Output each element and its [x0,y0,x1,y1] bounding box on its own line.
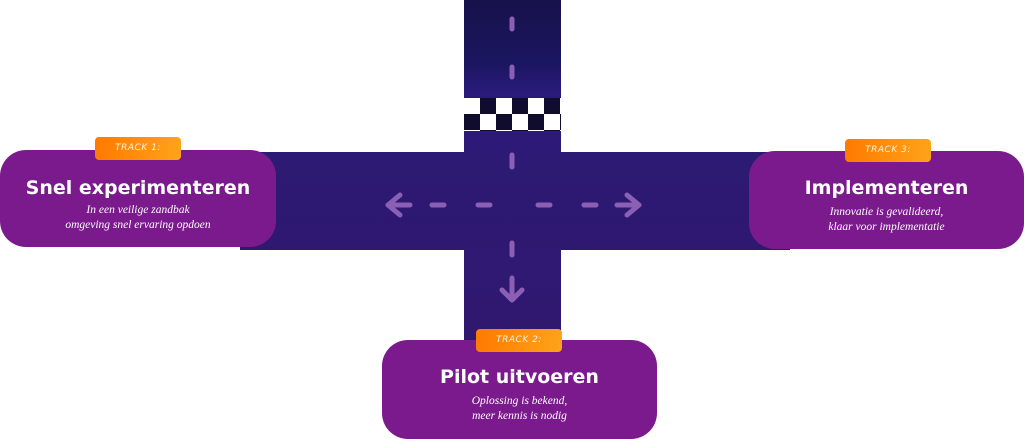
track-3-badge: TRACK 3: [845,139,931,162]
track-1-title: Snel experimenteren [25,177,251,199]
track-3-desc-line-2: klaar voor implementatie [828,221,945,233]
track-1-desc-line-2: omgeving snel ervaring opdoen [65,219,211,231]
track-3-title: Implementeren [804,177,969,199]
finish-line-checker [464,98,561,131]
track-2-card: Pilot uitvoeren Oplossing is bekend, mee… [382,340,657,439]
track-2-description: Oplossing is bekend, meer kennis is nodi… [382,394,657,424]
road-horizontal [240,152,790,250]
arrow-right-icon [614,192,642,218]
track-1-description: In een veilige zandbak omgeving snel erv… [0,203,276,233]
track-3-desc-line-1: Innovatie is gevalideerd, [829,206,944,218]
track-1-card: Snel experimenteren In een veilige zandb… [0,150,276,247]
track-1-desc-line-1: In een veilige zandbak [86,204,190,216]
track-2-desc-line-1: Oplossing is bekend, [471,395,568,407]
track-2-desc-line-2: meer kennis is nodig [472,410,567,422]
arrow-left-icon [385,192,413,218]
track-2-title: Pilot uitvoeren [440,366,599,388]
track-2-badge: TRACK 2: [476,329,562,352]
track-3-description: Innovatie is gevalideerd, klaar voor imp… [749,205,1024,235]
arrow-down-icon [499,275,525,303]
track-3-card: Implementeren Innovatie is gevalideerd, … [749,151,1024,249]
track-1-badge: TRACK 1: [95,137,181,160]
